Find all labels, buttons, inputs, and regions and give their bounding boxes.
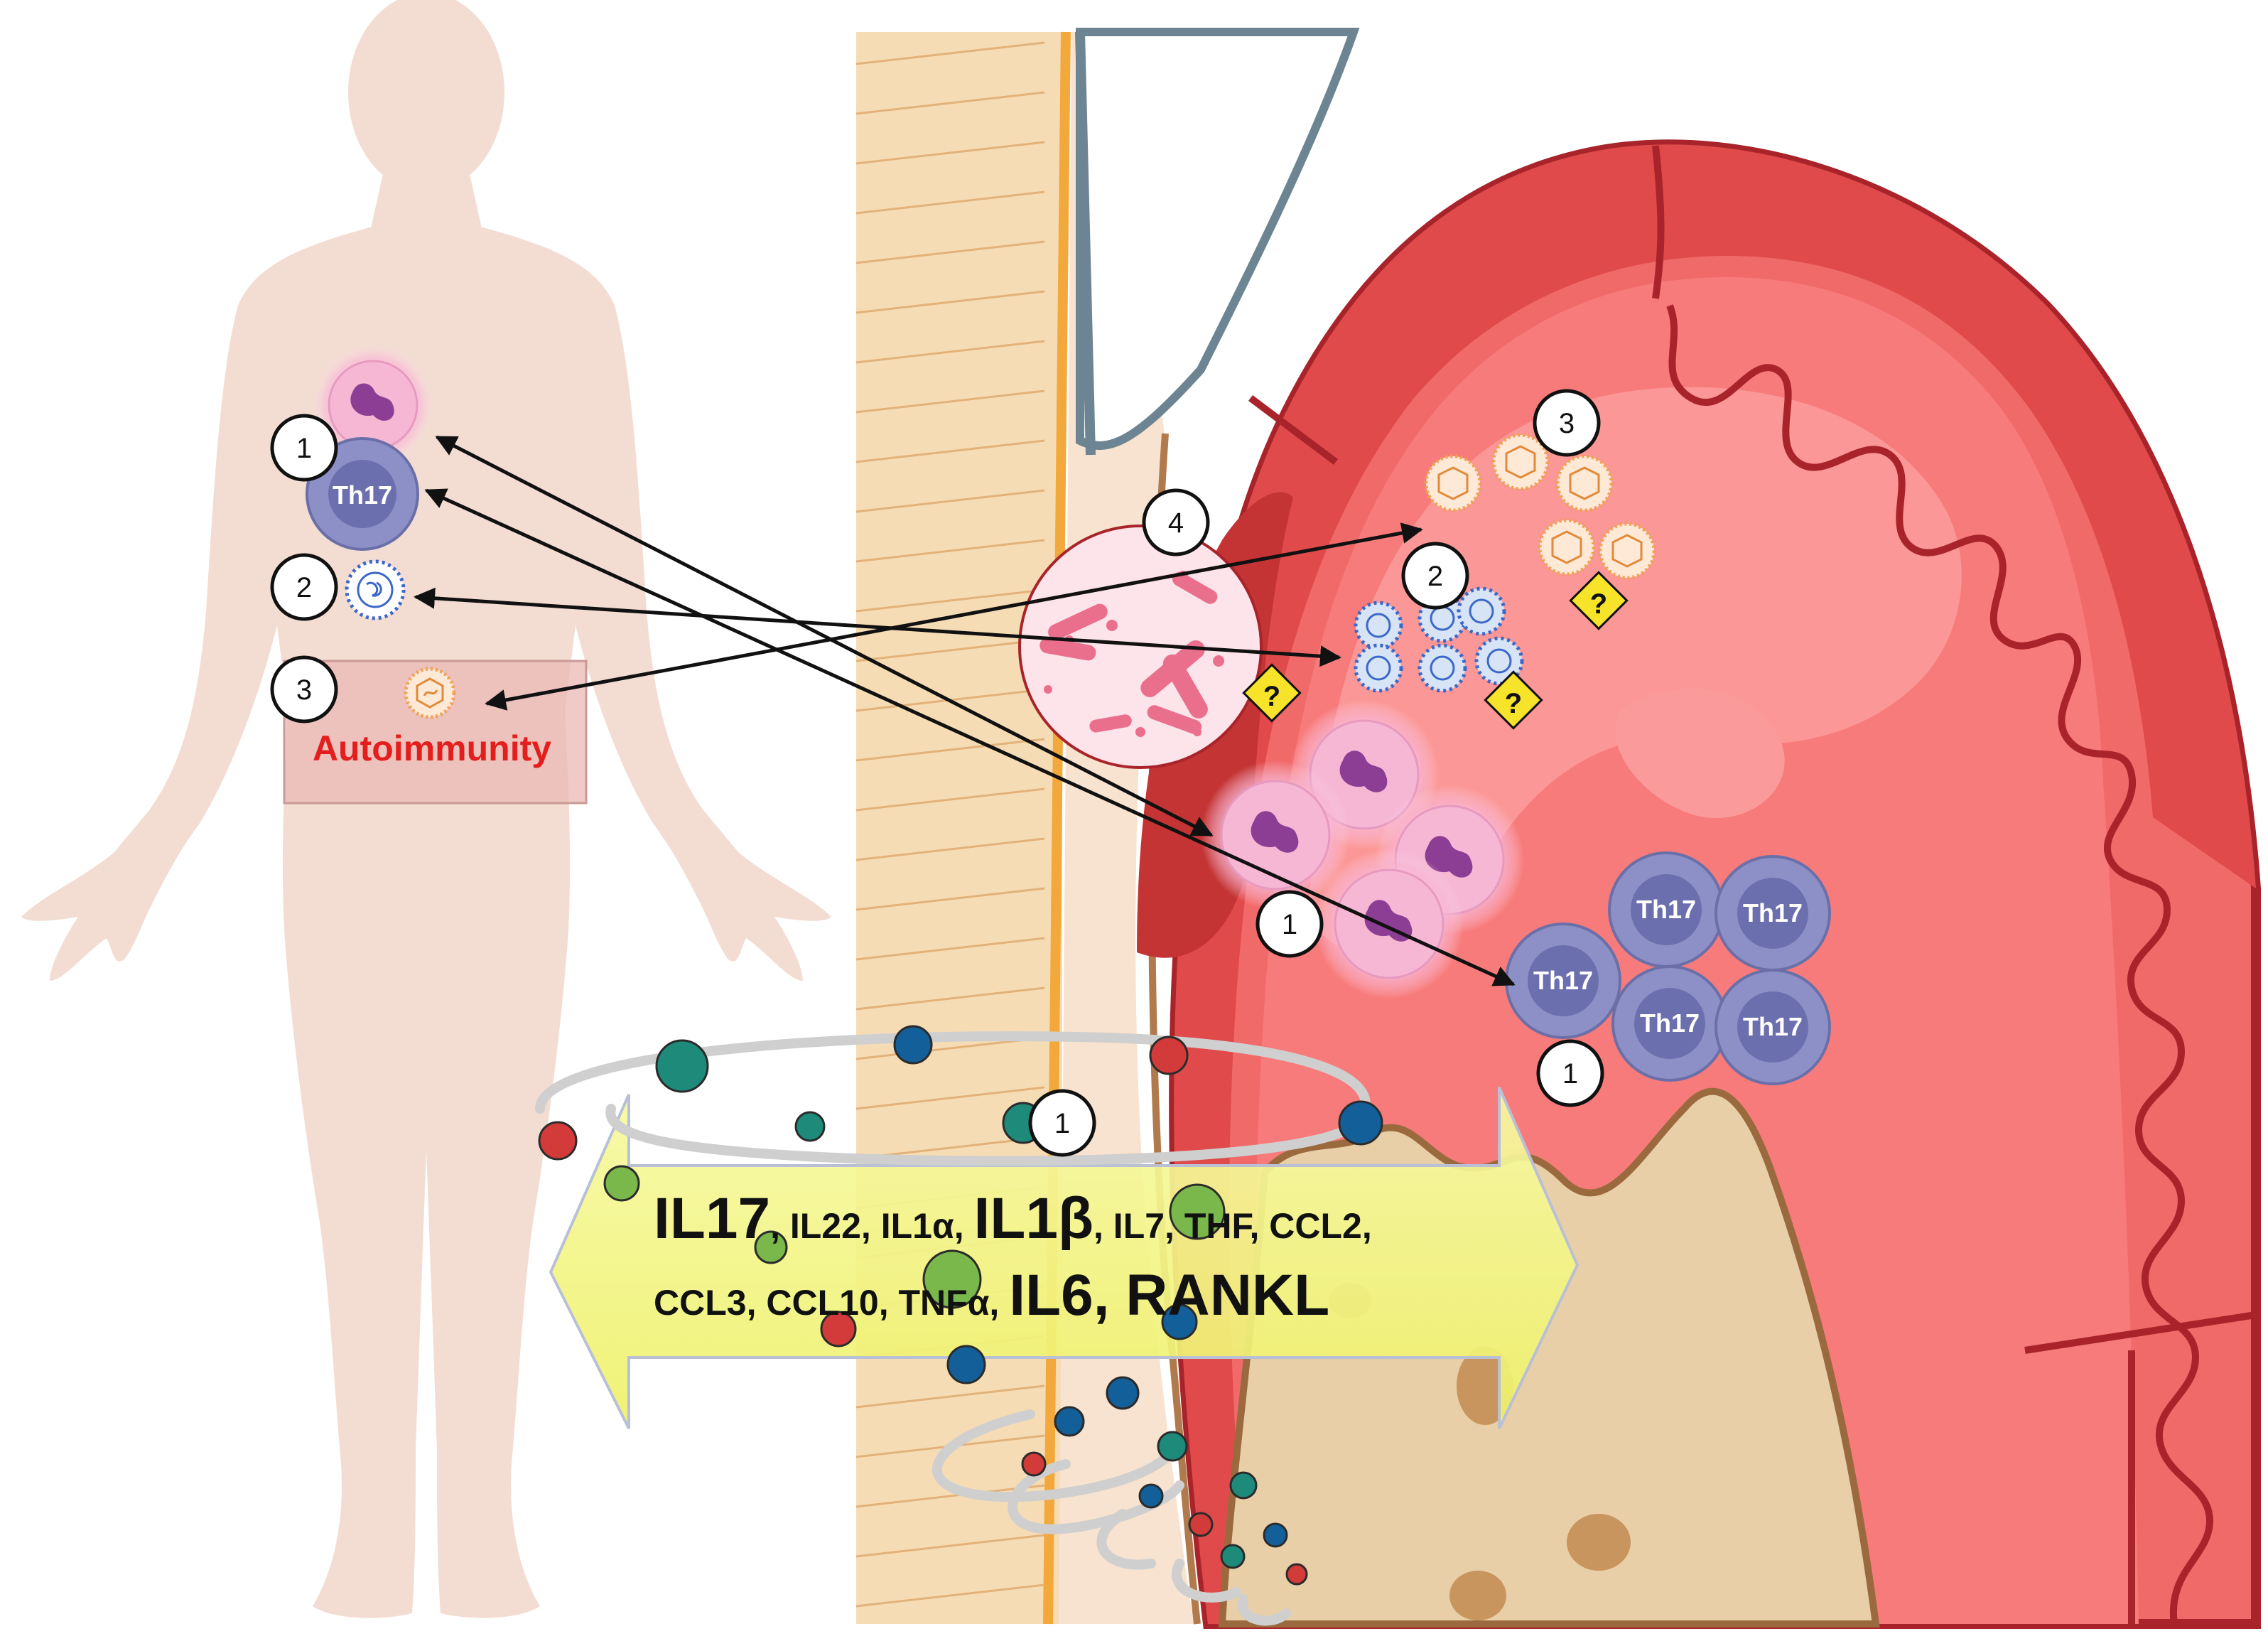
cytokine-double-arrow [549, 1087, 1580, 1429]
epithelium-lines [1248, 145, 2257, 1624]
tissue-th17-cell: Th17 [1505, 922, 1621, 1039]
neutrophil-nucleus-icon [350, 383, 394, 421]
th17-label: Th17 [333, 480, 392, 510]
cytokine-term: , IL7, THF, CCL2, [1094, 1206, 1372, 1246]
human-silhouette [21, 0, 831, 1618]
silhouette-neck [369, 171, 483, 235]
question-mark-autoantigen: ? [1590, 588, 1607, 620]
th17-label: Th17 [1743, 1012, 1803, 1041]
marker-body-th17: 1 [270, 414, 338, 482]
th17-label: Th17 [1533, 966, 1593, 995]
marker-number: 3 [1559, 408, 1575, 439]
th17-label: Th17 [1640, 1008, 1700, 1038]
marker-number: 1 [296, 433, 312, 464]
th17-label: Th17 [1636, 895, 1696, 924]
marker-body-autoimmunity: 3 [270, 655, 338, 724]
marker-number: 3 [296, 674, 312, 706]
marker-tissue-autoantigen: 3 [1533, 389, 1601, 457]
cytokine-term: IL17 [654, 1186, 770, 1251]
tooth-enamel-band [856, 32, 1062, 1624]
marker-number: 1 [1282, 909, 1297, 940]
body-neutrophil [313, 345, 433, 466]
tooth-edge [1075, 31, 1096, 456]
marker-bacteria: 4 [1142, 488, 1210, 556]
marker-number: 2 [296, 572, 312, 603]
marker-number: 4 [1168, 507, 1184, 539]
cytokine-term: IL1β [973, 1186, 1094, 1251]
number-markers: 1 2 3 4 2 3 1 1 [270, 389, 1604, 1157]
marker-number: 2 [1427, 561, 1443, 592]
question-badge-autoantigen [1569, 571, 1629, 630]
body-th17-cell: Th17 [306, 437, 419, 551]
cytokine-term: IL6, RANKL [1009, 1263, 1329, 1328]
arrow-autoantigen [485, 522, 1423, 711]
periodontal-tissue [855, 28, 2261, 1629]
marker-body-virus: 2 [270, 553, 338, 621]
cytokine-list-line-2: CCL3, CCL10, TNFα, IL6, RANKL [654, 1263, 1329, 1328]
cytokine-term: , IL22, IL1α, [770, 1206, 973, 1246]
autoimmunity-label: Autoimmunity [313, 728, 551, 768]
cytokine-term: CCL3, CCL10, TNFα, [654, 1283, 1009, 1323]
marker-tissue-virus: 2 [1401, 542, 1469, 610]
tissue-lump [1615, 688, 1785, 819]
tissue-th17-cell: Th17 [1608, 851, 1724, 968]
body-autoantigen-icon [404, 667, 456, 719]
cytokine-list-line-1: IL17, IL22, IL1α, IL1β, IL7, THF, CCL2, [654, 1186, 1372, 1251]
marker-number: 1 [1054, 1108, 1070, 1139]
marker-tissue-neutrophil: 1 [1256, 890, 1324, 958]
tissue-th17-cluster: Th17 Th17 Th17 Th17 Th17 [1505, 851, 1831, 1085]
body-virus-icon [345, 559, 406, 620]
rete-ridges [1666, 304, 2214, 1625]
marker-cytokines: 1 [1028, 1089, 1096, 1157]
cytokine-molecules [538, 1025, 1383, 1586]
tissue-th17-cell: Th17 [1714, 969, 1831, 1085]
tissue-th17-cell: Th17 [1611, 965, 1728, 1082]
marker-number: 1 [1562, 1058, 1578, 1090]
question-mark-bacteria: ? [1263, 681, 1280, 712]
marker-tissue-th17: 1 [1536, 1039, 1604, 1107]
bacteria-zoom [1018, 525, 1263, 769]
silhouette-head [348, 0, 504, 192]
connection-arrows [414, 435, 1516, 986]
th17-label: Th17 [1743, 898, 1803, 927]
silhouette-torso [21, 227, 831, 1618]
tissue-th17-cell: Th17 [1714, 855, 1831, 972]
question-mark-virus: ? [1505, 688, 1522, 719]
